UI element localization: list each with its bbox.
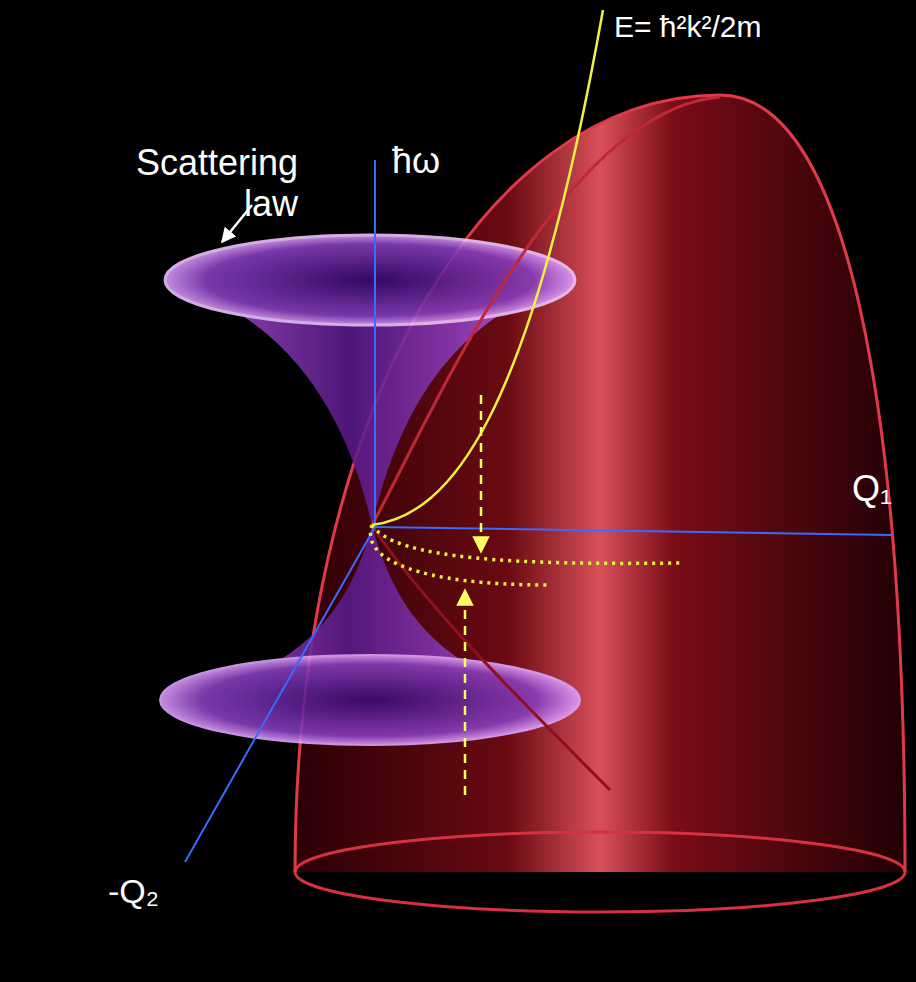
- cone-bottom: [160, 655, 580, 745]
- free-particle-curve: [372, 10, 603, 525]
- q1-axis: [375, 527, 892, 535]
- dotted-curve: [372, 525, 680, 563]
- dashed-arrow: [480, 395, 483, 552]
- axis-label: Q₁: [852, 468, 892, 509]
- omega-axis: [374, 160, 376, 525]
- paraboloid-edge: [295, 95, 905, 872]
- dashed-arrow: [464, 590, 467, 795]
- scattering-cone: [160, 280, 580, 700]
- callout-label: Scattering law: [108, 142, 298, 225]
- cone-top: [165, 235, 575, 325]
- axis-label: -Q₂: [108, 872, 159, 911]
- paraboloid: [295, 95, 905, 872]
- parabola-section-lower: [372, 525, 610, 790]
- q2-axis: [185, 527, 375, 862]
- paraboloid-rim: [295, 832, 905, 912]
- axis-label: ħω: [392, 140, 440, 181]
- parabola-section: [372, 97, 720, 525]
- dotted-curve: [370, 525, 548, 585]
- formula-label: E= ħ²k²/2m: [614, 10, 762, 45]
